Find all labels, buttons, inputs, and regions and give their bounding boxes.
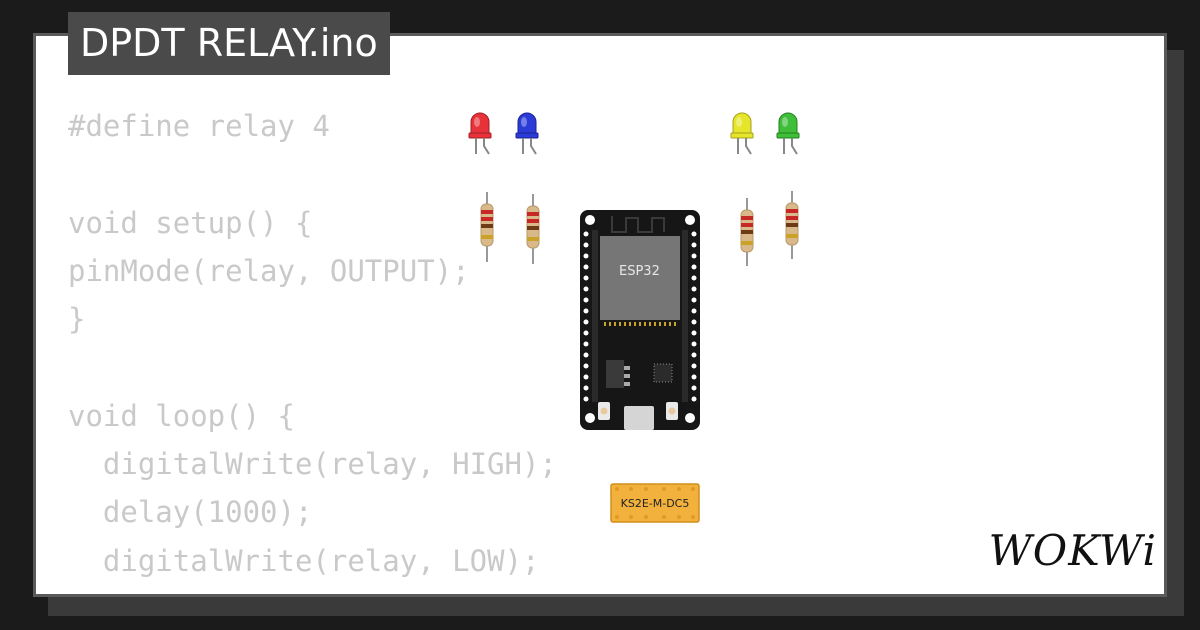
circuit-diagram: ESP32: [468, 112, 800, 523]
code-line: void setup() {: [68, 205, 313, 240]
usb-chip: [653, 363, 673, 383]
reset-button[interactable]: [666, 402, 678, 420]
voltage-regulator: [606, 360, 624, 388]
esp32-module: [600, 236, 680, 320]
code-preview: #define relay 4 void setup() { pinMode(rel…: [68, 102, 557, 594]
preview-card: #define relay 4 void setup() { pinMode(rel…: [33, 33, 1167, 597]
code-line: delay(1000);: [68, 495, 313, 530]
led-red[interactable]: [468, 112, 492, 155]
wokwi-logo: WOKWi: [977, 526, 1157, 576]
code-line: void loop() {: [68, 398, 295, 433]
code-line: delay(1000);: [68, 585, 557, 594]
led-body: [470, 112, 490, 135]
resistor-3[interactable]: [740, 198, 754, 266]
chip-label: ESP32: [619, 264, 660, 279]
resistor-4[interactable]: [785, 191, 799, 259]
usb-port[interactable]: [624, 406, 654, 430]
led-blue[interactable]: [515, 112, 539, 155]
project-title: DPDT RELAY.ino: [68, 12, 390, 75]
dpdt-relay[interactable]: [610, 483, 700, 523]
led-body: [778, 112, 798, 135]
esp32-board[interactable]: ESP32: [580, 210, 700, 430]
led-body: [732, 112, 752, 135]
led-yellow[interactable]: [730, 112, 754, 155]
code-line: digitalWrite(relay, HIGH);: [68, 447, 557, 482]
boot-button[interactable]: [598, 402, 610, 420]
brand-text: WOKWi: [988, 526, 1157, 575]
code-line: }: [68, 302, 86, 337]
led-body: [517, 112, 537, 135]
resistor-1[interactable]: [480, 192, 494, 262]
led-green[interactable]: [776, 112, 800, 155]
code-line: #define relay 4: [68, 109, 330, 143]
code-line: pinMode(relay, OUTPUT);: [68, 253, 470, 288]
resistor-2[interactable]: [526, 194, 540, 264]
code-line: digitalWrite(relay, LOW);: [68, 543, 540, 578]
